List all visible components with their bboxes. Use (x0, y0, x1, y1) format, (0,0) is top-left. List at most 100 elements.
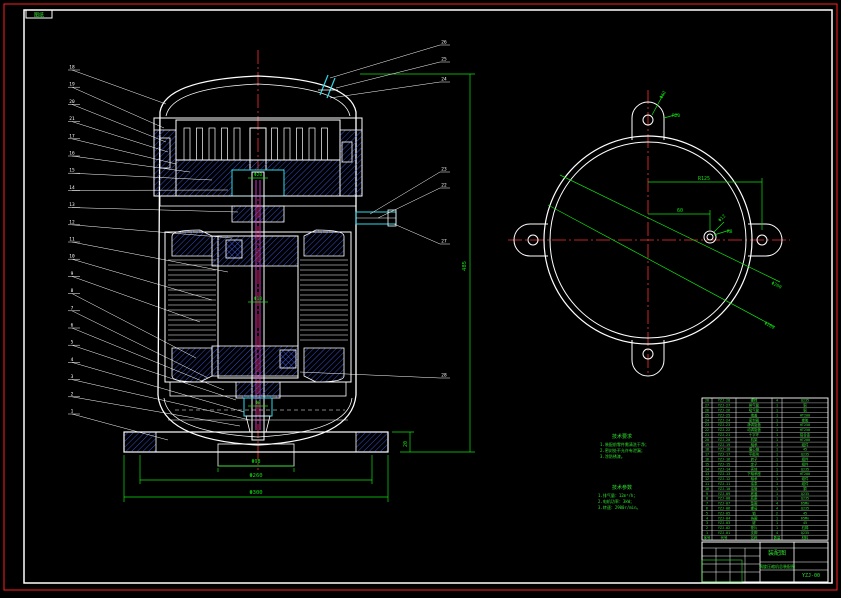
dim-height-total: 485 (462, 261, 468, 271)
parts-cell: 平衡块 (749, 452, 760, 457)
parts-cell: 1 (776, 492, 778, 496)
sheet-tab-label: 图纸 (34, 12, 44, 19)
parts-cell: 螺母 (751, 506, 758, 511)
rotor-top-ring (212, 236, 298, 266)
parts-cell: Q235 (801, 453, 809, 457)
winding-bottom-right (304, 348, 344, 382)
title-block: 装配图 涡旋压缩机总装配图 YZJ-00 (702, 542, 828, 582)
leader-label: 2 (71, 391, 74, 397)
parts-cell: 3 (706, 521, 708, 525)
leader-9: 9 (68, 271, 200, 322)
parts-cell: YZJ-28 (718, 399, 730, 403)
base-foot-right (356, 432, 388, 452)
leader-label: 25 (441, 57, 447, 63)
parts-cell: 1 (776, 418, 778, 422)
parts-cell: 吸气管 (749, 408, 760, 413)
leader-label: 9 (71, 271, 74, 277)
notes-line-2-3: 3.转速：2900r/min。 (598, 504, 641, 510)
dim-tab-hole: Φ12 (659, 90, 668, 100)
leader-label: 1 (71, 409, 74, 415)
dim-diag-1: Φ260 (770, 280, 783, 290)
dim-width-base: Φ300 (249, 490, 262, 496)
parts-cell: Q235 (801, 497, 809, 501)
parts-cell: YZJ-18 (718, 448, 730, 452)
parts-cell: 销 (752, 510, 756, 515)
parts-cell: 12 (705, 477, 709, 481)
parts-cell: 组件 (802, 461, 809, 466)
parts-cell: Q235 (801, 507, 809, 511)
parts-cell: 1 (776, 438, 778, 442)
leader-label: 10 (69, 254, 75, 260)
parts-cell: 19 (705, 443, 709, 447)
parts-cell: HT250 (800, 428, 810, 432)
parts-cell: YZJ-07 (718, 502, 730, 506)
parts-cell: 下轴承座 (747, 471, 761, 476)
leader-27: 27 (394, 224, 450, 245)
parts-cell: 数量 (774, 535, 781, 540)
leader-label: 19 (69, 82, 75, 88)
parts-cell: 45 (803, 448, 807, 452)
parts-cell: Q235 (801, 531, 809, 535)
parts-cell: 橡胶 (802, 417, 809, 422)
parts-cell: 1 (776, 443, 778, 447)
parts-cell: 排气管 (749, 403, 760, 408)
stator-laminations-left (168, 260, 216, 340)
parts-cell: YZJ-26 (718, 409, 730, 413)
parts-cell: 壳体 (751, 466, 758, 471)
dim-diag-2: Φ280 (763, 320, 776, 331)
parts-cell: 11 (705, 482, 709, 486)
leader-label: 4 (71, 357, 74, 363)
parts-cell: 4 (776, 507, 778, 511)
drawing-title: 装配图 (768, 549, 786, 557)
parts-cell: 轴承 (751, 476, 758, 481)
parts-cell: HT200 (800, 472, 810, 476)
parts-cell: 底盖 (751, 491, 758, 496)
parts-cell: YZJ-16 (718, 458, 730, 462)
notes-line-1-1: 1.装配前零件需清洗干净； (600, 441, 649, 447)
parts-cell: 14 (705, 467, 709, 471)
parts-cell: 1 (776, 458, 778, 462)
parts-cell: YZJ-23 (718, 423, 730, 427)
leader-10: 10 (68, 254, 212, 300)
notes-line-2-2: 2.电机功率：3kW； (598, 498, 634, 504)
port-outer (704, 231, 716, 243)
parts-cell: 1 (776, 404, 778, 408)
parts-header: 序号代号名称数量材料 (704, 535, 809, 540)
parts-cell: 1 (776, 453, 778, 457)
leader-label: 28 (441, 373, 447, 379)
parts-cell: 1 (776, 462, 778, 466)
dim-inner-offset: 60 (677, 208, 683, 214)
leader-label: 26 (441, 40, 447, 46)
parts-cell: Q235 (801, 467, 809, 471)
parts-cell: 动涡旋盘 (747, 427, 761, 432)
front-dimensions (124, 74, 475, 502)
parts-cell: 1 (776, 413, 778, 417)
leader-18: 18 (68, 65, 166, 105)
parts-cell: 垫圈 (751, 501, 758, 506)
leader-label: 12 (69, 219, 75, 225)
parts-cell: 7 (706, 502, 708, 506)
dim-shaft-d: Φ20 (254, 172, 262, 178)
parts-cell: YZJ-21 (718, 433, 730, 437)
drawing-number: YZJ-00 (802, 573, 820, 579)
dim-port-r: R8 (727, 229, 733, 235)
leader-19: 19 (68, 82, 164, 128)
leader-label: 23 (441, 167, 447, 173)
dim-height-base: 20 (403, 441, 409, 447)
leader-label: 11 (69, 237, 75, 243)
parts-cell: 1 (776, 516, 778, 520)
parts-cell: 17 (705, 453, 709, 457)
notes-line-2-1: 1.排气量：12m³/h； (598, 492, 637, 498)
parts-cell: 4 (706, 516, 708, 520)
leader-label: 5 (71, 340, 74, 346)
base-foot-left (124, 432, 156, 452)
right-flange (340, 130, 362, 196)
